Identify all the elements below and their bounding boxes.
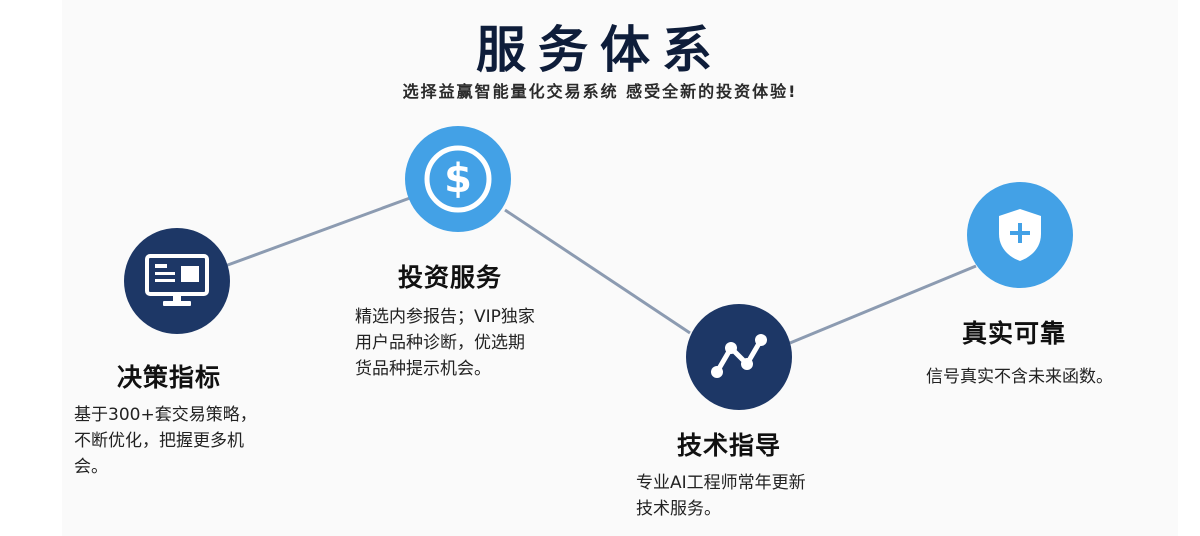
page-subtitle: 选择益赢智能量化交易系统 感受全新的投资体验!: [402, 82, 798, 101]
node-investment-heading: 投资服务: [398, 263, 503, 292]
node-decision-circle: [124, 228, 230, 334]
node-investment-desc: 精选内参报告；VIP独家 用户品种诊断，优选期 货品种提示机会。: [355, 307, 535, 379]
node-reliable-desc: 信号真实不含未来函数。: [926, 367, 1113, 387]
dollar-icon: $: [424, 145, 492, 213]
connector-line-1: [224, 196, 411, 268]
trend-line-icon: [711, 334, 767, 378]
node-reliable-circle: [967, 182, 1073, 288]
monitor-icon: [145, 254, 209, 306]
connector-line-3: [789, 264, 977, 345]
node-tech-heading: 技术指导: [677, 431, 782, 460]
node-decision-heading: 决策指标: [117, 363, 222, 392]
shield-plus-icon: [999, 209, 1041, 261]
page-title: 服务体系: [476, 21, 724, 79]
connector-line-2: [504, 208, 691, 335]
node-decision-desc: 基于300+套交易策略， 不断优化，把握更多机 会。: [74, 405, 257, 477]
node-investment-circle: $: [405, 126, 511, 232]
svg-text:$: $: [444, 156, 472, 202]
node-tech-circle: [686, 304, 792, 410]
node-reliable-heading: 真实可靠: [962, 319, 1067, 348]
node-tech-desc: 专业AI工程师常年更新 技术服务。: [636, 473, 806, 519]
